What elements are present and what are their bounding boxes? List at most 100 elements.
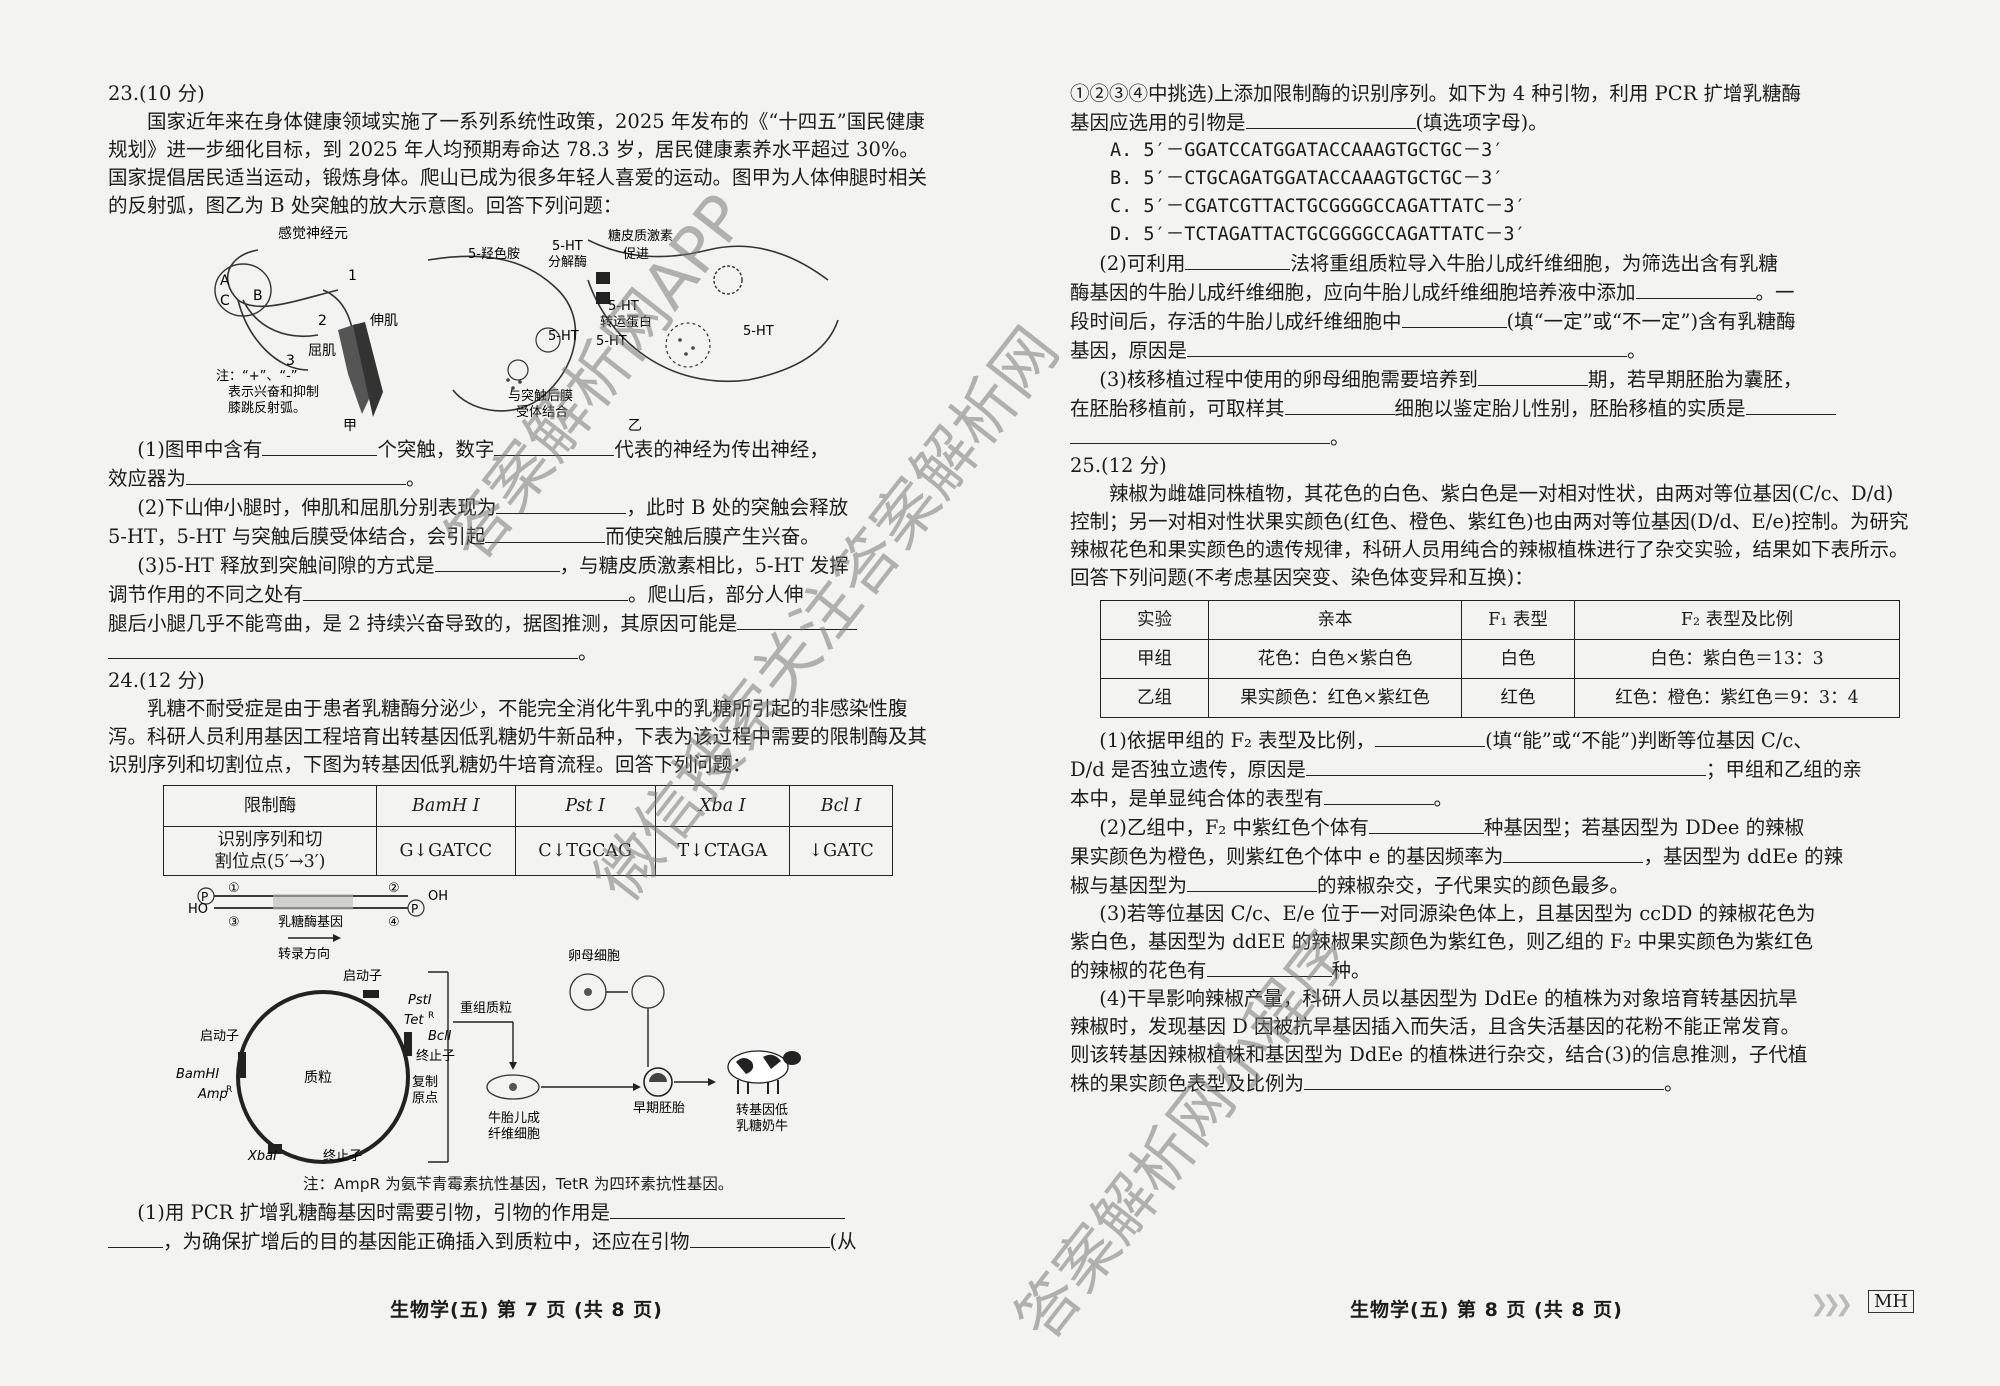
q25-sub1-cont2: 本中，是单显纯合体的表型有。 bbox=[1070, 784, 1910, 813]
svg-text:P: P bbox=[411, 902, 418, 916]
blank-q23-1a[interactable] bbox=[262, 435, 378, 456]
q24-cont-line2: 基因应选用的引物是(填选项字母)。 bbox=[1070, 108, 1910, 137]
blank-q25-2b[interactable] bbox=[1503, 842, 1644, 863]
figure-cloning: P HO P OH ① ② ③ ④ 乳糖酶基因 转录方向 bbox=[108, 881, 938, 1170]
label-ht: 5-HT bbox=[548, 329, 579, 344]
label-bind2: 受体结合 bbox=[516, 405, 568, 420]
q25-sub1: (1)依据甲组的 F₂ 表型及比例，(填“能”或“不能”)判断等位基因 C/c、 bbox=[1070, 726, 1910, 755]
svg-text:早期胚胎: 早期胚胎 bbox=[633, 1101, 685, 1116]
blank-q24-2c[interactable] bbox=[1401, 307, 1507, 328]
svg-text:重组质粒: 重组质粒 bbox=[460, 1000, 512, 1016]
footer-page-8: 生物学(五) 第 8 页 (共 8 页) bbox=[1350, 1299, 1623, 1321]
svg-text:转录方向: 转录方向 bbox=[278, 946, 330, 962]
label-flexor: 屈肌 bbox=[308, 343, 336, 359]
blank-q25-1c[interactable] bbox=[1323, 784, 1434, 805]
page-7: 23.(10 分) 国家近年来在身体健康领域实施了一系列系统性政策，2025 年… bbox=[108, 80, 938, 1321]
question-23-header: 23.(10 分) bbox=[108, 82, 205, 105]
svg-text:②: ② bbox=[388, 882, 400, 896]
blank-q23-1c[interactable] bbox=[186, 464, 407, 485]
svg-text:Amp: Amp bbox=[197, 1087, 228, 1102]
label-extensor: 伸肌 bbox=[370, 313, 398, 329]
label-n3: 3 bbox=[286, 353, 295, 369]
svg-text:乳糖酶基因: 乳糖酶基因 bbox=[278, 914, 343, 930]
svg-text:启动子: 启动子 bbox=[200, 1029, 239, 1044]
page-8: ①②③④中挑选)上添加限制酶的识别序列。如下为 4 种引物，利用 PCR 扩增乳… bbox=[1000, 0, 2000, 1386]
q23-sub3-cont: 调节作用的不同之处有。爬山后，部分人伸 bbox=[108, 580, 938, 609]
blank-q23-2a[interactable] bbox=[496, 493, 627, 514]
table-row: 识别序列和切割位点(5′→3′) G↓GATCC C↓TGCAG T↓CTAGA… bbox=[163, 826, 893, 876]
blank-q23-3c[interactable] bbox=[737, 609, 858, 630]
footer-page-7: 生物学(五) 第 7 页 (共 8 页) bbox=[390, 1299, 663, 1321]
q23-sub1-cont: 效应器为。 bbox=[108, 464, 938, 493]
q23-sub2-cont: 5-HT，5-HT 与突触后膜受体结合，会引起而使突触后膜产生兴奋。 bbox=[108, 522, 938, 551]
option-d: D. 5′－TCTAGATTACTGCGGGGCCAGATTATC－3′ bbox=[1110, 224, 1526, 245]
label-transporter2: 转运蛋白 bbox=[600, 314, 652, 330]
q24-sub2-cont3: 基因，原因是。 bbox=[1070, 336, 1910, 365]
label-ht2: 5-HT bbox=[743, 324, 774, 339]
blank-q24-1b[interactable] bbox=[108, 1227, 163, 1248]
question-24-intro: 乳糖不耐受症是由于患者乳糖酶分泌少，不能完全消化牛乳中的乳糖所引起的非感染性腹泻… bbox=[108, 697, 928, 776]
label-n2: 2 bbox=[318, 313, 327, 329]
svg-text:Tet: Tet bbox=[404, 1013, 424, 1028]
figure-yi: 5-羟色胺 5-HT 分解酶 糖皮质激素 促进 5-HT 转运蛋白 5-HT 5… bbox=[427, 228, 839, 434]
cloning-diagram: P HO P OH ① ② ③ ④ 乳糖酶基因 转录方向 bbox=[176, 881, 801, 1164]
q25-sub4-cont: 辣椒时，发现基因 D 因被抗旱基因插入而失活，且含失活基因的花粉不能正常发育。 bbox=[1070, 1015, 1801, 1038]
q25-sub3-cont2: 的辣椒的花色有种。 bbox=[1070, 956, 1910, 985]
q25-sub3: (3)若等位基因 C/c、E/e 位于一对同源染色体上，且基因型为 ccDD 的… bbox=[1099, 902, 1816, 925]
svg-text:启动子: 启动子 bbox=[343, 969, 382, 984]
figure-note: 注：AmpR 为氨苄青霉素抗性基因，TetR 为四环素抗性基因。 bbox=[303, 1175, 734, 1193]
blank-q23-3b[interactable] bbox=[303, 580, 629, 601]
q23-sub3-cont3: 。 bbox=[108, 638, 938, 667]
blank-q24-2a[interactable] bbox=[1185, 249, 1291, 270]
label-ht-decomp2: 分解酶 bbox=[548, 254, 587, 270]
q25-sub4-cont3: 株的果实颜色表型及比例为。 bbox=[1070, 1069, 1910, 1098]
svg-text:P: P bbox=[201, 890, 208, 904]
blank-q24-3c[interactable] bbox=[1745, 394, 1836, 415]
svg-text:原点: 原点 bbox=[412, 1091, 438, 1106]
blank-q24-1c[interactable] bbox=[689, 1227, 830, 1248]
label-note2: 表示兴奋和抑制 bbox=[228, 385, 319, 400]
blank-q25-3a[interactable] bbox=[1206, 956, 1332, 977]
svg-text:③: ③ bbox=[228, 915, 240, 930]
blank-q25-1a[interactable] bbox=[1375, 726, 1486, 747]
blank-q23-3d[interactable] bbox=[108, 638, 578, 659]
flow-process: 重组质粒 牛胎儿成 纤维细胞 卵母细胞 bbox=[428, 949, 801, 1163]
blank-q25-2c[interactable] bbox=[1187, 871, 1318, 892]
blank-q24-2d[interactable] bbox=[1187, 336, 1628, 357]
svg-text:BamHⅠ: BamHⅠ bbox=[176, 1067, 219, 1082]
q24-sub3: (3)核移植过程中使用的卵母细胞需要培养到期，若早期胚胎为囊胚， bbox=[1070, 365, 1910, 394]
label-sensory: 感觉神经元 bbox=[278, 225, 348, 242]
blank-q24-primer[interactable] bbox=[1245, 108, 1416, 129]
left-column: 23.(10 分) 国家近年来在身体健康领域实施了一系列系统性政策，2025 年… bbox=[108, 80, 938, 1256]
blank-q25-4a[interactable] bbox=[1304, 1069, 1665, 1090]
blank-q24-3d[interactable] bbox=[1070, 423, 1330, 444]
label-note3: 膝跳反射弧。 bbox=[228, 400, 306, 416]
figure-jia: 感觉神经元 1 2 3 A B C 伸肌 屈肌 注：“+”、“-” 表示兴奋和抑… bbox=[214, 225, 398, 434]
blank-q23-1b[interactable] bbox=[494, 435, 615, 456]
label-bind1: 与突触后膜 bbox=[508, 388, 573, 404]
arrow-marks-icon: ❯❯❯ bbox=[1810, 1292, 1853, 1317]
q23-sub2: (2)下山伸小腿时，伸肌和屈肌分别表现为，此时 B 处的突触会释放 bbox=[108, 493, 938, 522]
mh-badge: MH bbox=[1868, 1290, 1915, 1313]
blank-q24-3a[interactable] bbox=[1477, 365, 1588, 386]
table-row: 甲组 花色：白色×紫白色 白色 白色：紫白色＝13：3 bbox=[1100, 639, 1900, 679]
q25-sub2-cont2: 椒与基因型为的辣椒杂交，子代果实的颜色最多。 bbox=[1070, 871, 1910, 900]
svg-text:BclⅠ: BclⅠ bbox=[428, 1029, 452, 1044]
blank-q25-1b[interactable] bbox=[1305, 755, 1706, 776]
svg-text:①: ① bbox=[228, 882, 240, 896]
blank-q25-2a[interactable] bbox=[1368, 813, 1484, 834]
question-25-header: 25.(12 分) bbox=[1070, 454, 1167, 477]
blank-q24-1a[interactable] bbox=[610, 1198, 845, 1219]
blank-q23-2b[interactable] bbox=[485, 522, 606, 543]
svg-text:HO: HO bbox=[188, 902, 208, 917]
label-glucocorticoid: 糖皮质激素 bbox=[608, 228, 673, 244]
svg-text:质粒: 质粒 bbox=[304, 1070, 332, 1086]
blank-q24-2b[interactable] bbox=[1635, 278, 1756, 299]
label-promote: 促进 bbox=[623, 247, 649, 262]
q24-sub1-cont: ，为确保扩增后的目的基因能正确插入到质粒中，还应在引物(从 bbox=[108, 1227, 938, 1256]
label-yi: 乙 bbox=[628, 418, 642, 434]
label-hydroxy: 5-羟色胺 bbox=[468, 246, 520, 262]
blank-q24-3b[interactable] bbox=[1284, 394, 1395, 415]
blank-q23-3a[interactable] bbox=[434, 551, 560, 572]
svg-text:XbaⅠ: XbaⅠ bbox=[247, 1149, 277, 1164]
